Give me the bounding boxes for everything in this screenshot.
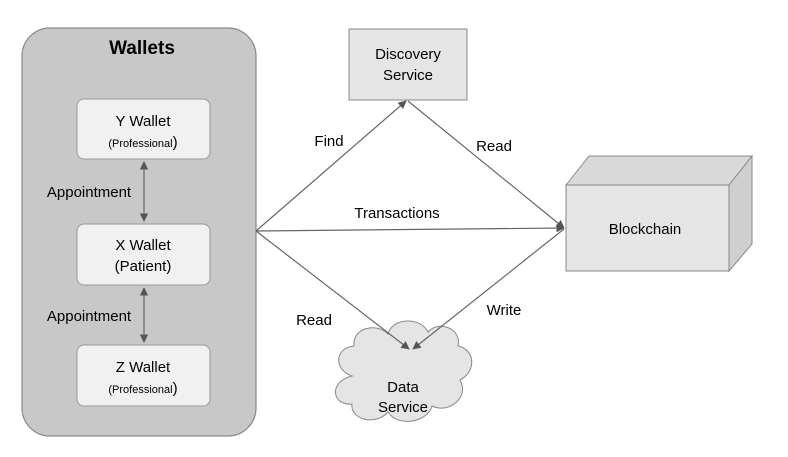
data-service-line1: Data: [387, 379, 419, 396]
z-wallet-role: (Professional): [108, 380, 177, 397]
edge-read-discovery: [407, 100, 565, 229]
edge-find: [255, 100, 407, 232]
edge-read-data: [255, 230, 410, 350]
wallets-title: Wallets: [109, 38, 175, 59]
edge-read-discovery-label: Read: [476, 138, 512, 155]
blockchain-node: Blockchain: [564, 154, 754, 273]
z-wallet-node: Z Wallet (Professional): [76, 344, 211, 407]
y-wallet-role-close: ): [173, 134, 178, 151]
appointment-label-bottom: Appointment: [47, 308, 132, 325]
edge-write: [412, 228, 565, 350]
data-service-cloud: [335, 320, 473, 422]
discovery-service-line2: Service: [383, 67, 433, 84]
discovery-service-node: Discovery Service: [348, 28, 468, 101]
x-wallet-role: (Patient): [115, 258, 172, 275]
discovery-service-line1: Discovery: [375, 46, 441, 63]
x-wallet-node: X Wallet (Patient): [76, 223, 211, 286]
edge-transactions: [255, 223, 565, 233]
x-wallet-name: X Wallet: [115, 237, 171, 254]
edge-write-label: Write: [487, 302, 522, 319]
blockchain-label: Blockchain: [609, 221, 682, 238]
edge-transactions-label: Transactions: [354, 205, 439, 222]
edge-find-label: Find: [314, 133, 343, 150]
z-wallet-role-text: (Professional: [108, 384, 172, 396]
data-service-line2: Service: [378, 399, 428, 416]
y-wallet-role: (Professional): [108, 134, 177, 151]
z-wallet-name: Z Wallet: [116, 359, 171, 376]
data-service-node: Data Service: [335, 320, 473, 422]
y-wallet-role-text: (Professional: [108, 138, 172, 150]
z-wallet-role-close: ): [173, 380, 178, 397]
edge-read-data-label: Read: [296, 312, 332, 329]
y-wallet-node: Y Wallet (Professional): [76, 98, 211, 160]
appointment-label-top: Appointment: [47, 184, 132, 201]
y-wallet-name: Y Wallet: [115, 113, 171, 130]
